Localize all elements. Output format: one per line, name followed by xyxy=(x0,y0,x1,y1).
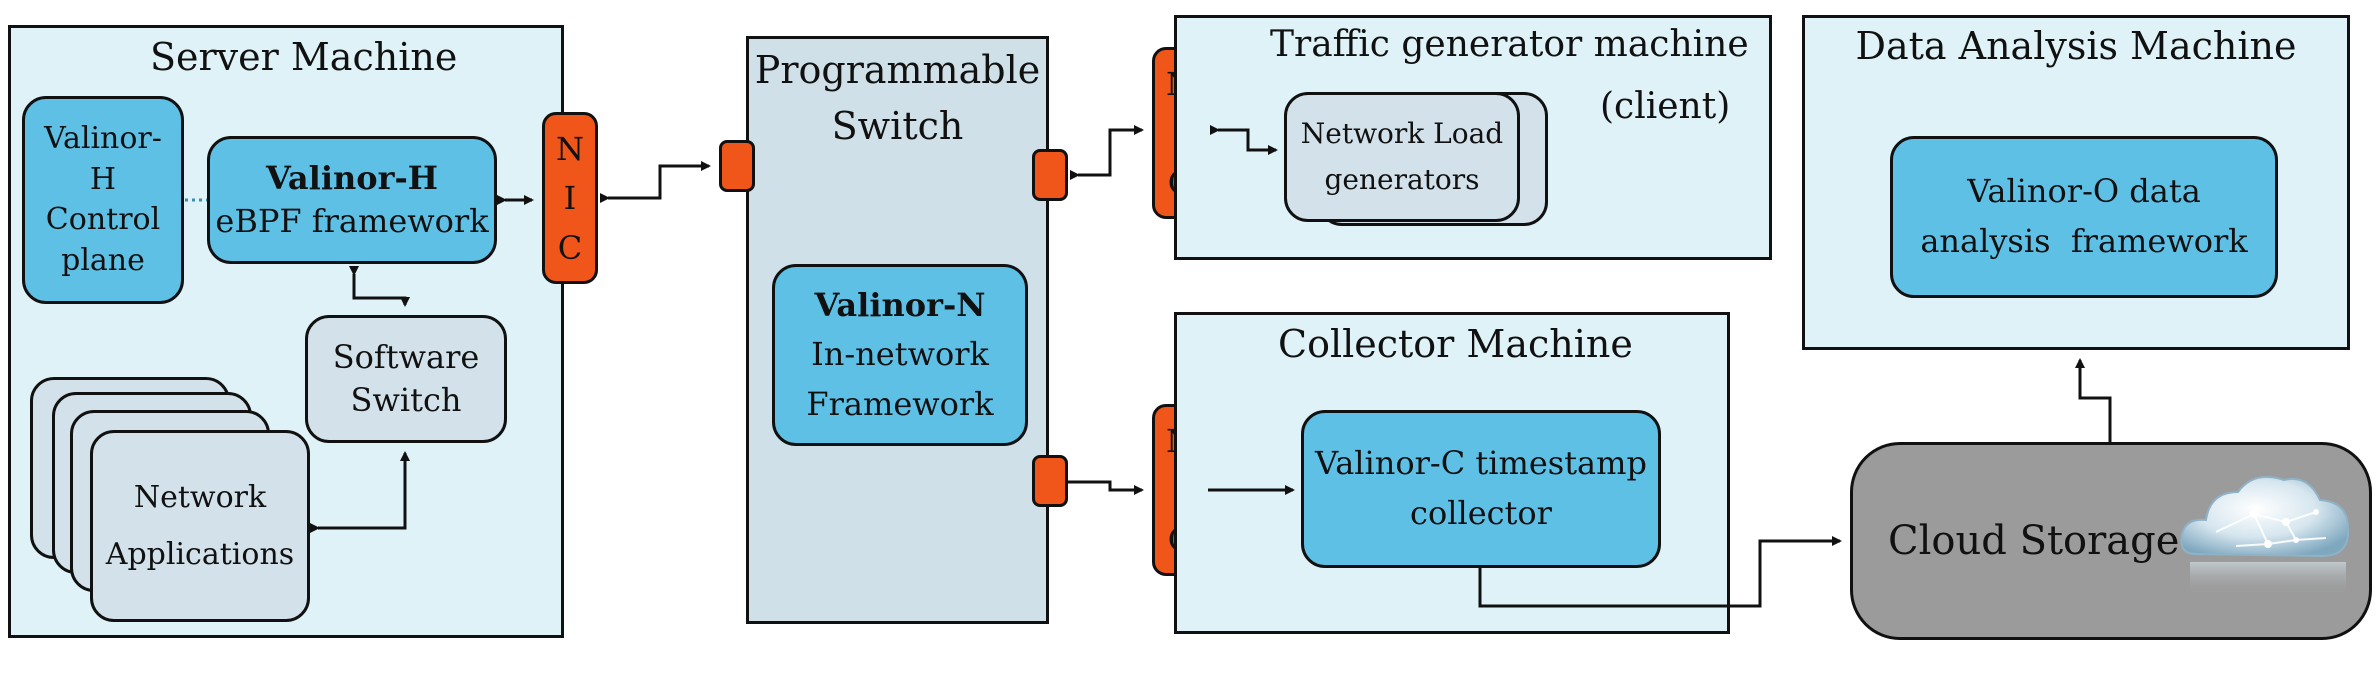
traffic-generator-title: Traffic generator machine xyxy=(1270,24,1749,65)
control-plane-line: H xyxy=(89,161,117,197)
software-switch: Software Switch xyxy=(305,315,507,443)
valinor-c-collector: Valinor-C timestamp collector xyxy=(1301,410,1661,568)
programmable-switch-title: Programmable Switch xyxy=(746,42,1049,154)
server-nic: N I C xyxy=(542,112,598,284)
cloud-storage-label: Cloud Storage xyxy=(1888,518,2180,564)
nic-letter: I xyxy=(563,179,577,217)
ebpf-subtitle: eBPF framework xyxy=(215,202,489,240)
network-applications-line: Applications xyxy=(105,537,295,572)
data-analysis-title: Data Analysis Machine xyxy=(1855,24,2297,68)
collector-box-line: collector xyxy=(1410,494,1552,532)
control-plane-line: Valinor- xyxy=(44,121,162,156)
valinor-o-line: analysis framework xyxy=(1920,222,2248,260)
server-machine-title: Server Machine xyxy=(150,35,458,79)
switch-title-line: Programmable xyxy=(754,48,1041,92)
collector-box-line: Valinor-C timestamp xyxy=(1315,444,1647,483)
ebpf-title: Valinor-H xyxy=(266,158,438,197)
switch-port-right-bottom xyxy=(1032,455,1068,507)
nic-letter: N xyxy=(556,129,584,168)
collector-machine-title: Collector Machine xyxy=(1278,322,1633,366)
load-generators-line: generators xyxy=(1324,163,1480,196)
nic-letter: C xyxy=(557,228,583,267)
valinor-n-title: Valinor-N xyxy=(814,285,986,324)
network-applications: Network Applications xyxy=(90,430,310,622)
valinor-n-framework: Valinor-N In-network Framework xyxy=(772,264,1028,446)
valinor-n-line: Framework xyxy=(806,384,994,423)
software-switch-line: Software xyxy=(332,337,480,376)
control-plane-line: plane xyxy=(61,242,145,278)
control-plane-line: Control xyxy=(45,202,161,237)
network-load-generators: Network Load generators xyxy=(1284,92,1520,222)
switch-title-line: Switch xyxy=(831,104,964,148)
valinor-o-line: Valinor-O data xyxy=(1967,172,2201,211)
switch-port-right-top xyxy=(1032,149,1068,201)
network-applications-line: Network xyxy=(133,480,267,515)
switch-port-left xyxy=(719,140,755,192)
valinor-h-control-plane: Valinor- H Control plane xyxy=(22,96,184,304)
valinor-o-framework: Valinor-O data analysis framework xyxy=(1890,136,2278,298)
software-switch-line: Switch xyxy=(350,381,462,419)
valinor-h-ebpf-framework: Valinor-H eBPF framework xyxy=(207,136,497,264)
load-generators-line: Network Load xyxy=(1300,116,1504,150)
valinor-n-line: In-network xyxy=(811,335,989,374)
traffic-generator-subtitle: (client) xyxy=(1600,86,1731,127)
cloud-network-icon xyxy=(2180,476,2350,596)
